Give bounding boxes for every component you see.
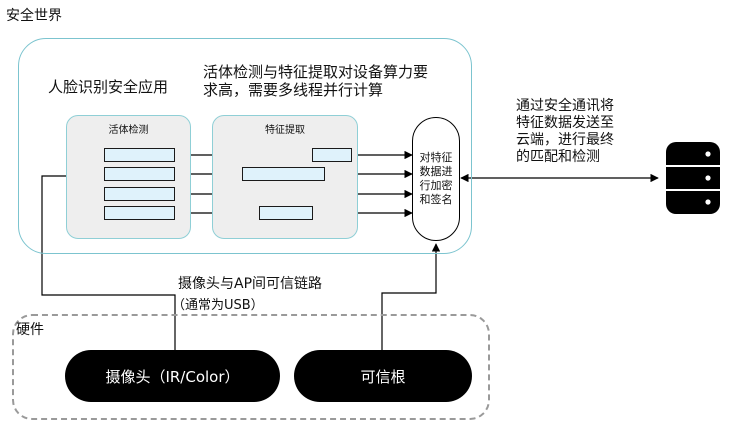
link-note-line1: 摄像头与AP间可信链路: [178, 276, 323, 292]
feature-thread-bar: [312, 148, 352, 162]
encrypt-sign-node: 对特征 数据进 行加密 和签名: [412, 117, 460, 241]
encrypt-sign-line: 对特征: [419, 151, 453, 164]
camera-link-line: [41, 175, 176, 350]
feature-extraction-label: 特征提取: [265, 125, 305, 136]
feature-thread-bar: [242, 167, 325, 181]
encrypt-sign-line: 数据进: [419, 165, 453, 178]
encrypt-sign-line: 和签名: [419, 193, 453, 206]
compute-note-line2: 求高，需要多线程并行计算: [203, 81, 384, 99]
link-note-line2: （通常为USB）: [172, 298, 264, 313]
liveness-detection-label: 活体检测: [108, 125, 149, 136]
cloud-note-line: 的匹配和检测: [516, 149, 600, 165]
hardware-label: 硬件: [16, 322, 44, 338]
cloud-note: 通过安全通讯将 特征数据发送至 云端，进行最终 的匹配和检测: [516, 98, 614, 166]
liveness-thread-bar: [104, 206, 175, 220]
cloud-note-line: 云端，进行最终: [516, 132, 614, 148]
database-server-icon: [666, 142, 720, 214]
secure-world-container: [18, 38, 472, 254]
hardware-container: [12, 314, 490, 420]
liveness-thread-bar: [104, 167, 175, 181]
trusted-root-node: 可信根: [294, 350, 472, 402]
cloud-note-line: 通过安全通讯将: [516, 98, 614, 114]
feature-thread-bar: [259, 206, 313, 220]
cloud-note-line: 特征数据发送至: [516, 115, 614, 131]
trust-link-line: [381, 243, 441, 350]
camera-node: 摄像头（IR/Color）: [65, 350, 280, 402]
liveness-thread-bar: [104, 187, 175, 201]
compute-note-line1: 活体检测与特征提取对设备算力要: [203, 63, 429, 81]
secure-world-label: 安全世界: [6, 8, 62, 24]
face-app-label: 人脸识别安全应用: [48, 78, 169, 96]
liveness-thread-bar: [104, 148, 175, 162]
encrypt-sign-line: 行加密: [419, 179, 453, 192]
